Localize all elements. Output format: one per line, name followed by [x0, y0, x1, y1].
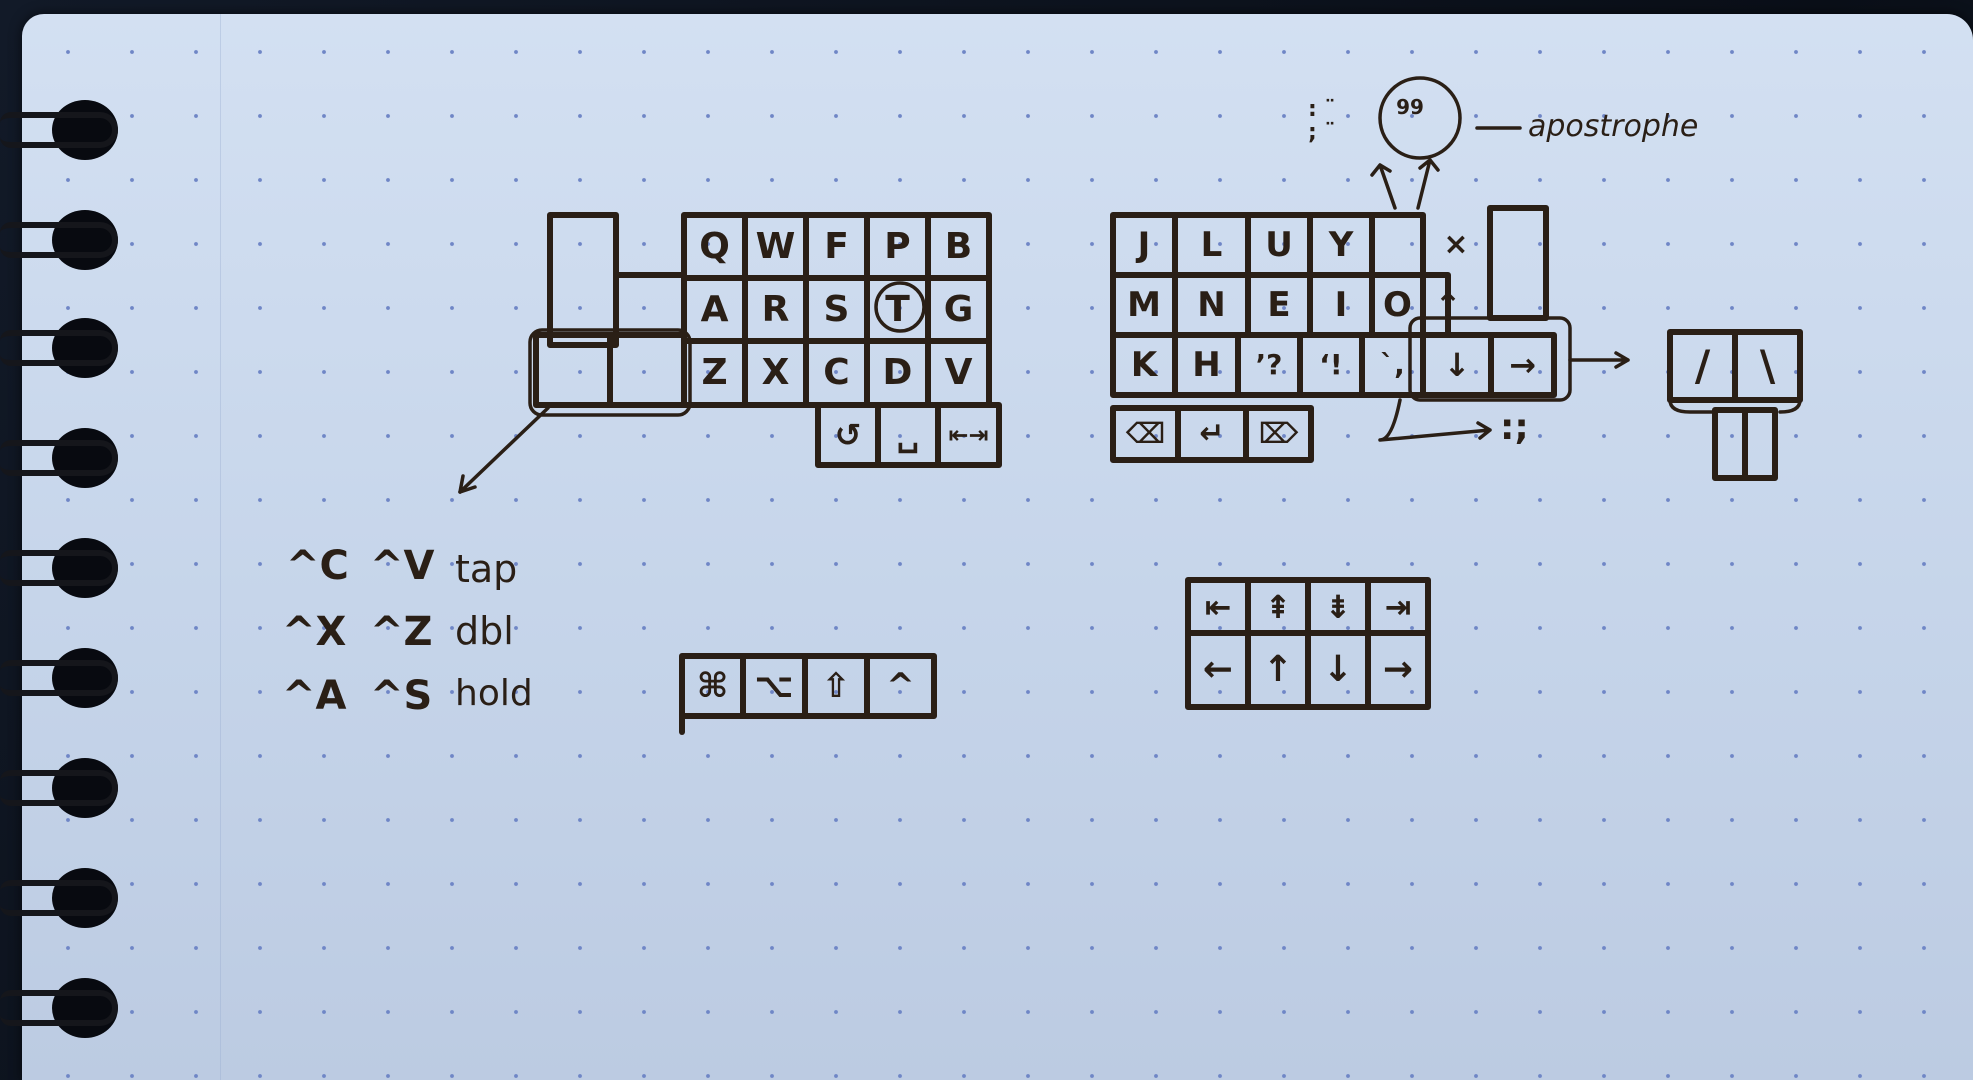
key-backslash: \ [1759, 341, 1776, 390]
key-p: P [884, 225, 911, 267]
nav-grid [1185, 577, 1431, 710]
left-extra-outline [528, 328, 692, 417]
left-tall-keys [458, 212, 692, 494]
key-space: ␣ [896, 416, 920, 454]
key-o: O [1383, 285, 1412, 325]
key-w: W [755, 225, 796, 267]
key-backtick-comma: `, [1380, 348, 1405, 381]
key-t: T [885, 288, 910, 330]
key-page-up: ⇞ [1264, 587, 1292, 626]
key-page-down: ⇟ [1324, 587, 1352, 626]
key-slash: / [1694, 341, 1711, 390]
key-backspace: ⌫ [1125, 417, 1166, 450]
shortcut-paste: ^V [370, 543, 435, 589]
key-i: I [1334, 285, 1348, 325]
shortcut-arrow [458, 406, 550, 494]
key-delete: ⌦ [1258, 417, 1299, 450]
key-shift: ⇧ [821, 666, 851, 706]
binding-ring [0, 550, 118, 586]
apostrophe-side-marks: : ¨ ; ¨ [1308, 97, 1336, 146]
shortcut-dbl-label: dbl [455, 609, 514, 653]
apostrophe-label: apostrophe [1528, 109, 1699, 144]
key-m: M [1127, 285, 1161, 325]
key-right: → [1509, 346, 1536, 384]
key-arrow-right: → [1382, 649, 1414, 690]
binding-ring [0, 112, 118, 148]
apostrophe-bubble-text: 99 [1396, 95, 1424, 119]
key-z: Z [701, 352, 728, 393]
key-v: V [944, 352, 973, 393]
shortcut-tap-label: tap [455, 547, 518, 591]
key-r: R [761, 288, 790, 330]
right-main-grid [1110, 76, 1630, 463]
binding-ring [0, 880, 118, 916]
key-s: S [823, 288, 850, 330]
key-down: ↓ [1443, 346, 1471, 384]
shortcut-undo: ^Z [370, 609, 433, 655]
key-end: ⇥ [1384, 587, 1412, 626]
key-arrow-up: ↑ [1262, 649, 1294, 690]
apostrophe-arrow-right [1416, 158, 1440, 210]
key-quote-question: ’? [1255, 348, 1283, 381]
key-q: Q [699, 225, 730, 267]
left-home-extra-key [613, 272, 687, 338]
shortcut-cut: ^X [282, 609, 347, 655]
key-k: K [1130, 345, 1158, 385]
key-f: F [824, 225, 849, 267]
key-n: N [1197, 285, 1226, 325]
key-b: B [944, 225, 973, 267]
dotted-paper [22, 14, 1973, 1080]
colon-semicolon-note: :; [1500, 407, 1529, 448]
key-arrow-down: ↓ [1322, 649, 1354, 690]
binding-ring [0, 330, 118, 366]
left-tall-key [547, 212, 619, 348]
binding-ring [0, 770, 118, 806]
shortcut-copy: ^C [286, 543, 349, 589]
binding-ring [0, 222, 118, 258]
binding-ring [0, 660, 118, 696]
shortcut-select-all: ^A [282, 673, 347, 719]
key-control: ^ [886, 666, 915, 706]
key-option: ⌥ [754, 666, 794, 706]
key-g: G [943, 288, 974, 330]
key-x: X [761, 352, 790, 393]
apostrophe-bubble [1378, 76, 1462, 160]
key-l: L [1200, 225, 1223, 265]
left-main-grid [681, 212, 1002, 468]
slash-arrow [1568, 351, 1630, 369]
binding-ring [0, 440, 118, 476]
key-up: ↑ [1434, 286, 1462, 324]
key-tab: ⇤⇥ [948, 421, 989, 449]
key-y: Y [1328, 225, 1354, 265]
slash-key-group [1667, 329, 1803, 481]
key-undo: ↺ [834, 416, 862, 454]
key-home: ⇤ [1204, 587, 1232, 626]
t-key-circle [874, 281, 926, 333]
shortcut-hold-label: hold [455, 673, 533, 714]
key-h: H [1192, 345, 1221, 385]
modifier-grid [679, 653, 937, 735]
key-a: A [700, 288, 729, 330]
key-e: E [1267, 285, 1291, 325]
key-j: J [1137, 225, 1151, 265]
apostrophe-arrow-left [1370, 163, 1397, 210]
key-close: × [1443, 227, 1469, 262]
colon-arrow [1378, 398, 1492, 442]
margin-line [220, 14, 221, 1080]
key-c: C [823, 352, 850, 393]
right-tall-key [1487, 205, 1549, 321]
key-quote-exclaim: ‘! [1319, 348, 1343, 381]
key-command: ⌘ [696, 666, 729, 706]
key-arrow-left: ← [1202, 649, 1234, 690]
key-apostrophe-blank [1372, 215, 1423, 275]
binding-ring [0, 990, 118, 1026]
key-d: D [882, 352, 913, 393]
key-enter: ↵ [1199, 416, 1225, 451]
shortcut-save: ^S [370, 673, 433, 719]
key-u: U [1265, 225, 1293, 265]
